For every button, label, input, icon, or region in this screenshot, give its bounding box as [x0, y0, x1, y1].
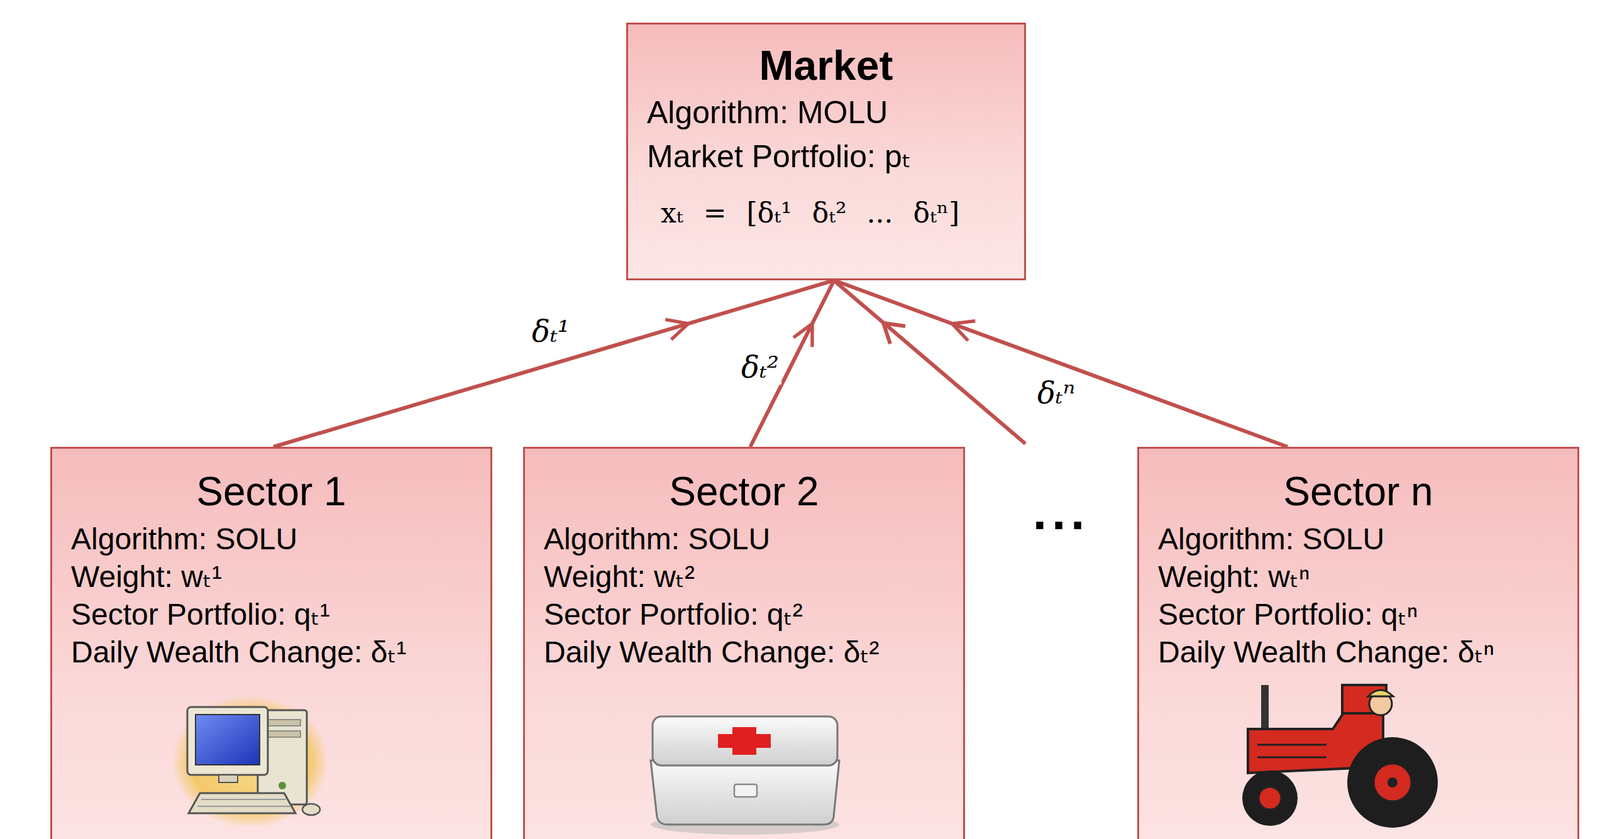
computer-icon — [171, 695, 329, 828]
box-text: Daily Wealth Change: δₜ¹ — [71, 633, 472, 672]
ellipsis-label: ... — [1032, 483, 1091, 542]
edge-label: δₜ¹ — [529, 313, 573, 349]
box-text: Algorithm: SOLU — [71, 520, 472, 559]
box-heading: Sector 2 — [543, 467, 945, 516]
tractor-icon — [1242, 685, 1438, 828]
box-text: xₜ = [δₜ¹ δₜ² ... δₜⁿ] — [660, 191, 1006, 236]
box-text: Sector Portfolio: qₜ¹ — [71, 595, 472, 634]
box-text: Weight: wₜ¹ — [71, 558, 472, 596]
box-text: Algorithm: SOLU — [543, 520, 945, 559]
box-heading: Sector n — [1158, 467, 1559, 516]
box-text: Weight: wₜ² — [543, 558, 945, 596]
box-text: Daily Wealth Change: δₜ² — [543, 633, 945, 672]
market-box: MarketAlgorithm: MOLUMarket Portfolio: p… — [626, 22, 1027, 281]
connector-arrow — [834, 280, 1288, 447]
box-text: Algorithm: SOLU — [1158, 520, 1559, 559]
first-aid-kit-icon — [650, 716, 840, 835]
box-text: Algorithm: MOLU — [646, 90, 1006, 135]
edge-label: δₜ² — [738, 349, 782, 385]
box-heading: Sector 1 — [71, 467, 472, 516]
edge-label: δₜⁿ — [1034, 375, 1078, 411]
ellipsis-arrow — [833, 280, 1026, 444]
box-heading: Market — [646, 40, 1006, 91]
box-text: Market Portfolio: pₜ — [646, 134, 1006, 179]
box-text: Sector Portfolio: qₜⁿ — [1158, 595, 1559, 634]
box-text: Weight: wₜⁿ — [1158, 558, 1559, 596]
box-text: Sector Portfolio: qₜ² — [543, 595, 945, 634]
connector-arrow — [273, 280, 835, 447]
box-text: Daily Wealth Change: δₜⁿ — [1158, 633, 1559, 672]
